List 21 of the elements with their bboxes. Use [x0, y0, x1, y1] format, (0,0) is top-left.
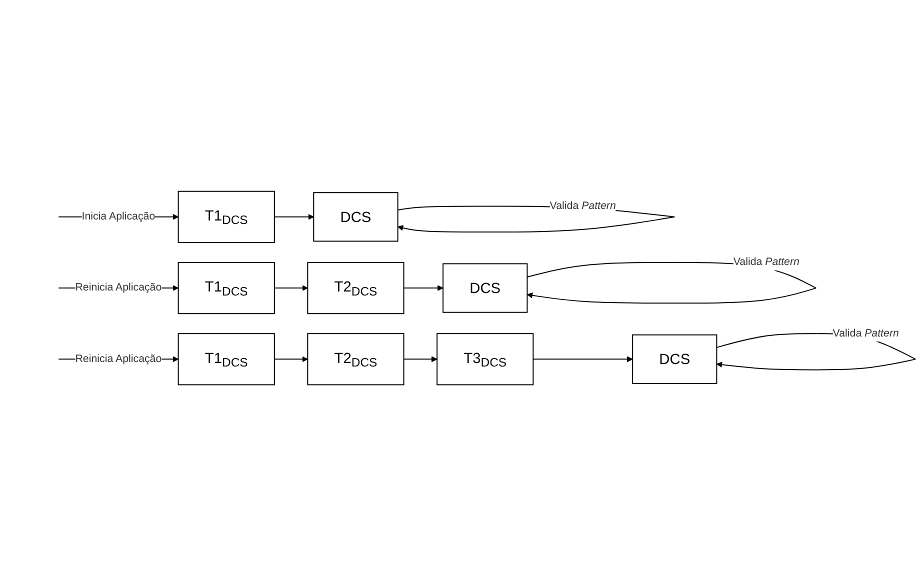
edge-label: Reinicia Aplicação	[75, 353, 162, 364]
node-box: T2$_{DCS}$	[307, 333, 404, 386]
node-box: T2$_{DCS}$	[307, 262, 404, 314]
node-box: T1$_{DCS}$	[178, 262, 275, 314]
arrow	[403, 285, 444, 291]
node-box: DCS	[313, 192, 398, 242]
arrow	[532, 356, 633, 362]
node-box: T1$_{DCS}$	[178, 190, 275, 243]
edge-label: Inicia Aplicação	[82, 210, 156, 222]
node-box: T1$_{DCS}$	[178, 333, 275, 386]
node-box: DCS	[632, 334, 718, 384]
edge-label: Valida Pattern	[733, 256, 800, 268]
arrow	[274, 285, 308, 291]
edge-label: Valida Pattern	[550, 200, 616, 212]
node-box: DCS	[442, 263, 528, 313]
edge-label: Reinicia Aplicação	[75, 282, 162, 294]
node-box: T3$_{DCS}$	[436, 333, 534, 386]
arrow	[403, 356, 438, 362]
arrow	[274, 356, 308, 362]
arrow	[274, 214, 314, 220]
edge-label: Valida Pattern	[832, 328, 899, 339]
